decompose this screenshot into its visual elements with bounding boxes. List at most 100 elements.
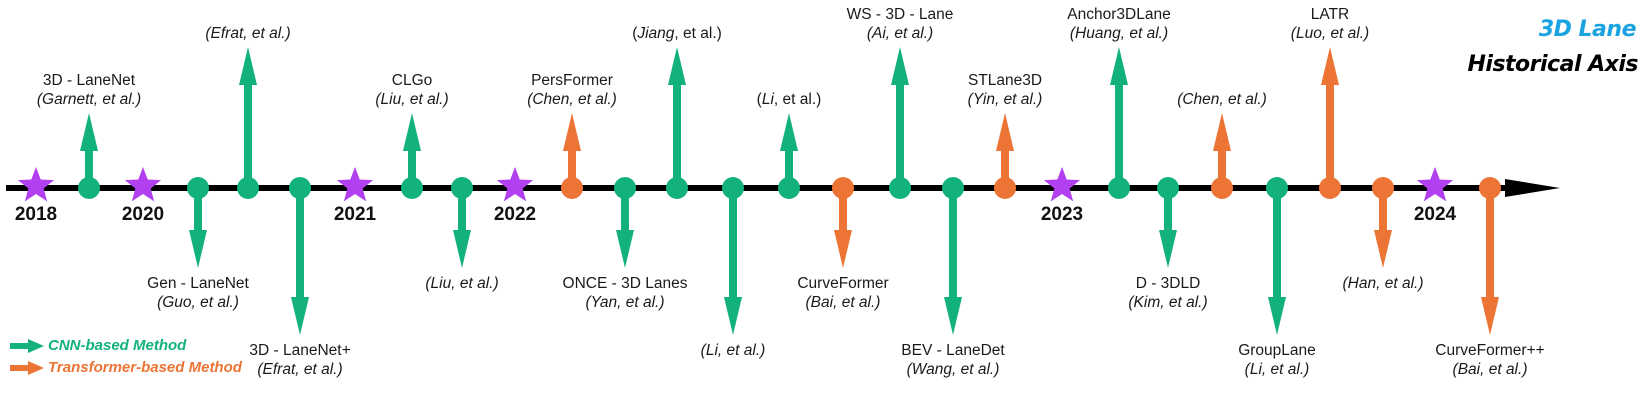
milestone-arrow-shaft bbox=[408, 151, 416, 188]
legend-transformer-arrow-icon bbox=[10, 361, 44, 376]
milestone-arrow-shaft bbox=[673, 85, 681, 188]
arrow-up-icon bbox=[668, 47, 686, 85]
author-suffix: , et al. bbox=[401, 91, 444, 108]
author-name: Huang bbox=[1075, 25, 1121, 42]
method-name: CLGo bbox=[391, 72, 433, 89]
method-authors: (Han, et al.) bbox=[1342, 275, 1424, 292]
method-authors: (Ai, et al.) bbox=[866, 25, 934, 42]
author-name: Liu bbox=[430, 275, 452, 292]
milestone-label: CurveFormer(Bai, et al.) bbox=[797, 274, 888, 312]
milestone-label: STLane3D (Yin, et al.) bbox=[968, 71, 1043, 109]
legend-transformer-label: Transformer-based Method bbox=[48, 359, 242, 376]
method-authors: (Kim, et al.) bbox=[1128, 294, 1208, 311]
method-authors: (Jiang, et al.) bbox=[632, 25, 722, 42]
author-name: Kim bbox=[1133, 294, 1161, 311]
milestone-arrow-shaft bbox=[621, 188, 629, 230]
author-suffix: , et al. bbox=[1120, 25, 1163, 42]
milestone-dot bbox=[1211, 177, 1233, 199]
arrow-down-icon bbox=[834, 230, 852, 268]
title-historical-axis: Historical Axis bbox=[1467, 52, 1638, 77]
milestone-arrow-shaft bbox=[839, 188, 847, 230]
method-authors: (Yin, et al.) bbox=[967, 91, 1043, 108]
milestone-arrow-shaft bbox=[1379, 188, 1387, 230]
milestone-label: (Han, et al.) bbox=[1343, 274, 1424, 293]
arrow-down-icon bbox=[1481, 297, 1499, 335]
milestone-arrow-shaft bbox=[244, 85, 252, 188]
arrow-up-icon bbox=[563, 113, 581, 151]
method-authors: (Efrat, et al.) bbox=[205, 25, 291, 42]
method-authors: (Bai, et al.) bbox=[805, 294, 881, 311]
year-label: 2021 bbox=[333, 204, 377, 225]
milestone-arrow-shaft bbox=[458, 188, 466, 230]
milestone-dot bbox=[1157, 177, 1179, 199]
milestone-label: (Li, et al.) bbox=[701, 341, 766, 360]
author-name: Luo bbox=[1295, 25, 1322, 42]
author-name: Bai bbox=[1457, 361, 1481, 378]
arrow-down-icon bbox=[1159, 230, 1177, 268]
milestone-arrow-shaft bbox=[1218, 151, 1226, 188]
arrow-up-icon bbox=[80, 113, 98, 151]
method-authors: (Efrat, et al.) bbox=[257, 361, 343, 378]
author-suffix: , et al. bbox=[952, 361, 995, 378]
year-label: 2020 bbox=[121, 204, 165, 225]
milestone-dot bbox=[994, 177, 1016, 199]
arrow-down-icon bbox=[453, 230, 471, 268]
milestone-dot bbox=[832, 177, 854, 199]
milestone-label: WS - 3D - Lane(Ai, et al.) bbox=[847, 5, 954, 43]
milestone-label: (Chen, et al.) bbox=[1177, 90, 1267, 109]
method-name: D - 3DLD bbox=[1135, 275, 1201, 292]
legend-cnn-label: CNN-based Method bbox=[48, 337, 187, 354]
arrow-up-icon bbox=[1110, 47, 1128, 85]
milestone-arrow-shaft bbox=[85, 151, 93, 188]
author-name: Han bbox=[1347, 275, 1377, 292]
year-label: 2022 bbox=[493, 204, 537, 225]
milestone-dot bbox=[722, 177, 744, 199]
arrow-down-icon bbox=[291, 297, 309, 335]
year-label: 2024 bbox=[1413, 204, 1457, 225]
arrow-down-icon bbox=[1374, 230, 1392, 268]
arrow-down-icon bbox=[189, 230, 207, 268]
author-name: Guo bbox=[162, 294, 192, 311]
author-name: Efrat bbox=[262, 361, 296, 378]
year-star-icon bbox=[1416, 167, 1454, 202]
milestone-dot bbox=[561, 177, 583, 199]
author-suffix: , et al. bbox=[773, 91, 817, 108]
arrow-up-icon bbox=[1213, 113, 1231, 151]
milestone-label: GroupLane(Li, et al.) bbox=[1238, 341, 1316, 379]
method-authors: (Li, et al.) bbox=[700, 342, 766, 359]
method-authors: (Liu, et al.) bbox=[425, 275, 499, 292]
milestone-label: Anchor3DLane(Huang, et al.) bbox=[1067, 5, 1170, 43]
milestone-label: CurveFormer++(Bai, et al.) bbox=[1435, 341, 1544, 379]
milestone-dot bbox=[289, 177, 311, 199]
arrow-up-icon bbox=[891, 47, 909, 85]
legend-cnn: CNN-based Method bbox=[10, 337, 186, 354]
author-name: Garnett bbox=[42, 91, 94, 108]
milestone-arrow-shaft bbox=[1273, 188, 1281, 297]
method-name: 3D - LaneNet bbox=[42, 72, 136, 89]
timeline-axis bbox=[6, 185, 1516, 191]
method-name: BEV - LaneDet bbox=[901, 342, 1005, 359]
milestone-arrow-shaft bbox=[1115, 85, 1123, 188]
author-name: Jiang bbox=[637, 25, 675, 42]
author-name: Ai bbox=[871, 25, 886, 42]
milestone-label: PersFormer(Chen, et al.) bbox=[527, 71, 617, 109]
method-authors: (Huang, et al.) bbox=[1069, 25, 1169, 42]
author-name: Wang bbox=[911, 361, 952, 378]
author-name: Li bbox=[761, 91, 774, 108]
arrow-down-icon bbox=[944, 297, 962, 335]
author-suffix: , et al. bbox=[569, 91, 612, 108]
axis-arrowhead-icon bbox=[1505, 179, 1560, 197]
legend-cnn-arrow-icon bbox=[10, 339, 44, 354]
milestone-label: 3D - LaneNet+(Efrat, et al.) bbox=[249, 341, 350, 379]
arrow-up-icon bbox=[403, 113, 421, 151]
milestone-dot bbox=[1319, 177, 1341, 199]
method-name: STLane3D bbox=[967, 72, 1043, 89]
method-authors: (Guo, et al.) bbox=[157, 294, 239, 311]
author-suffix: , et al. bbox=[833, 294, 876, 311]
method-name: GroupLane bbox=[1238, 342, 1316, 359]
author-name: Bai bbox=[810, 294, 834, 311]
author-suffix: , et al. bbox=[451, 275, 494, 292]
year-star-icon bbox=[336, 167, 374, 202]
year-star-icon bbox=[17, 167, 55, 202]
